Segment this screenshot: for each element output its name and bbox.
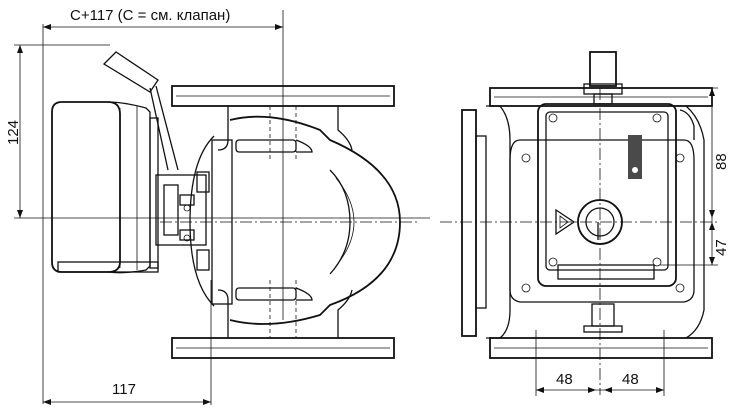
dim-bottom-width-label: 117 — [112, 381, 136, 398]
dim-left-height-label: 124 — [5, 120, 22, 145]
actuator-side-view — [51, 51, 210, 274]
dim-bottom-left-48-label: 48 — [556, 371, 573, 388]
dim-right-upper-label: 88 — [713, 153, 730, 170]
valve-body-front-view — [461, 51, 713, 359]
dim-top-width-label: C+117 (С = см. клапан) — [70, 7, 230, 24]
logo-plate — [628, 135, 642, 179]
dim-bottom-right-48-label: 48 — [622, 371, 639, 388]
dimension-lines-right — [440, 87, 718, 396]
valve-body-side-view — [160, 85, 420, 359]
dim-right-lower-label: 47 — [713, 239, 730, 256]
dimension-lines-left — [14, 10, 430, 405]
